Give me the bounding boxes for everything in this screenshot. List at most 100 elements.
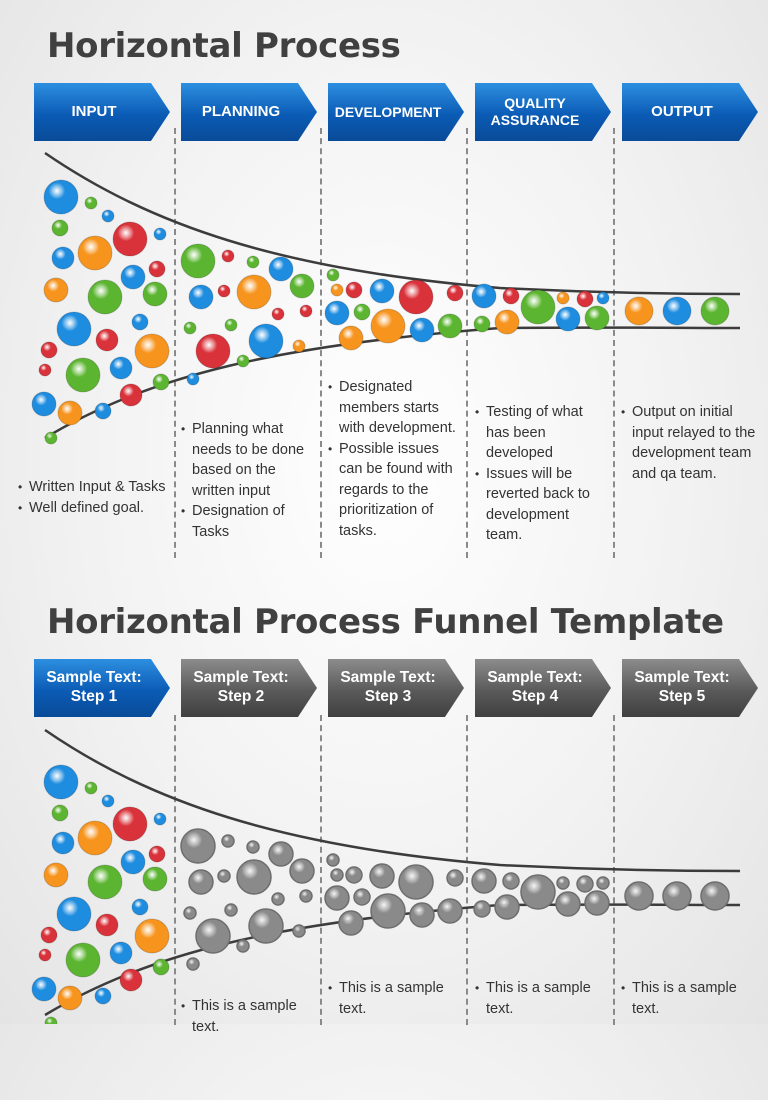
funnel-ball [56,896,92,932]
funnel-ball [56,311,92,347]
funnel-ball [289,858,315,884]
stage-notes-3: This is a sample text. [328,978,461,1019]
funnel-ball [224,318,238,332]
funnel-ball [95,328,119,352]
stage-notes-input: Written Input & Tasks Well defined goal. [18,477,168,518]
funnel-edge-top [44,728,741,873]
funnel-ball [471,283,497,309]
funnel-ball [700,296,730,326]
funnel-ball [520,874,556,910]
funnel-ball [494,894,520,920]
funnel-ball [153,227,167,241]
funnel-ball [65,942,101,978]
funnel-ball [292,924,306,938]
funnel-ball [51,246,75,270]
funnel-ball [353,303,371,321]
funnel-ball [153,812,167,826]
funnel-ball [51,219,69,237]
funnel-ball [51,831,75,855]
stage-divider [466,128,468,558]
stage-divider [174,128,176,558]
funnel-ball [195,333,231,369]
funnel-ball [502,872,520,890]
bullet-item: This is a sample text. [181,996,316,1037]
funnel-ball [248,908,284,944]
funnel-ball [224,903,238,917]
funnel-ball [502,287,520,305]
funnel-ball [576,290,594,308]
funnel-ball [299,304,313,318]
funnel-ball [584,890,610,916]
funnel-ball [369,863,395,889]
funnel-ball [246,840,260,854]
stage-divider [320,715,322,1025]
stage-divider [613,128,615,558]
stage-notes-4: This is a sample text. [475,978,608,1019]
funnel-ball [473,315,491,333]
funnel-ball [409,902,435,928]
funnel-ball [596,291,610,305]
funnel-ball [236,354,250,368]
stage-notes-5: This is a sample text. [621,978,761,1019]
funnel-ball [40,341,58,359]
funnel-ball [40,926,58,944]
funnel-ball [221,249,235,263]
funnel-ball [131,898,149,916]
funnel-ball [31,391,57,417]
bullet-item: Testing of what has been developed [475,402,608,464]
funnel-ball [183,321,197,335]
slide-title: Horizontal Process [47,26,401,66]
funnel-ball [38,363,52,377]
funnel-ball [101,794,115,808]
funnel-ball [236,859,272,895]
funnel-ball [662,296,692,326]
funnel-ball [119,968,143,992]
funnel-ball [437,898,463,924]
stage-notes-output: Output on initial input relayed to the d… [621,402,761,484]
funnel-ball [624,296,654,326]
bullet-item: This is a sample text. [621,978,761,1019]
funnel-ball [471,868,497,894]
funnel-ball [152,373,170,391]
funnel-ball [119,383,143,407]
bullet-item: Planning what needs to be done based on … [181,419,316,501]
funnel-ball [120,264,146,290]
funnel-ball [236,274,272,310]
bullet-item: Written Input & Tasks [18,477,168,498]
step-chevron-3: Sample Text: Step 3 [328,659,464,717]
funnel-ball [324,300,350,326]
funnel-ball [87,279,123,315]
funnel-ball [520,289,556,325]
funnel-ball [142,866,168,892]
process-funnel [31,728,741,1024]
bullet-item: This is a sample text. [475,978,608,1019]
funnel-ball [131,313,149,331]
funnel-ball [142,281,168,307]
funnel-ball [369,278,395,304]
funnel-ball [84,781,98,795]
funnel-ball [77,820,113,856]
funnel-ball [195,918,231,954]
funnel-ball [370,308,406,344]
funnel-ball [398,864,434,900]
funnel-ball [345,866,363,884]
funnel-ball [409,317,435,343]
funnel-ball [94,402,112,420]
bullet-item: Possible issues can be found with regard… [328,439,461,542]
stage-notes-planning: Planning what needs to be done based on … [181,419,316,542]
funnel-ball [84,196,98,210]
step-chevron-output: OUTPUT [622,83,758,141]
bullet-item: Issues will be reverted back to developm… [475,464,608,546]
step-chevron-quality-assurance: QUALITY ASSURANCE [475,83,611,141]
funnel-ball [180,828,216,864]
funnel-ball [330,283,344,297]
funnel-ball [576,875,594,893]
stage-divider [320,128,322,558]
funnel-ball [398,279,434,315]
funnel-ball [370,893,406,929]
step-chevron-development: DEVELOPMENT [328,83,464,141]
funnel-ball [330,868,344,882]
step-chevron-2: Sample Text: Step 2 [181,659,317,717]
funnel-ball [494,309,520,335]
funnel-ball [271,892,285,906]
